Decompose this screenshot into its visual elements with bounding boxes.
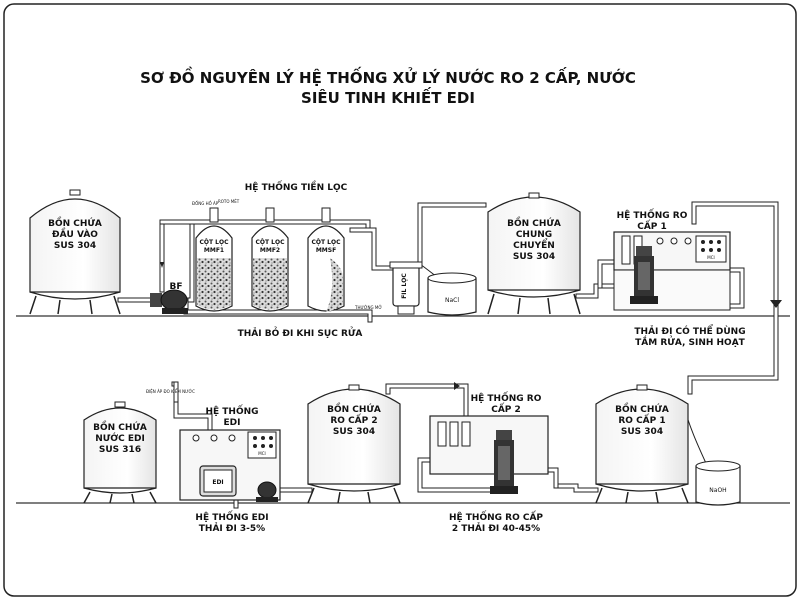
common-tank-label-4: SUS 304 [513,252,555,262]
common-tank-label-1: BỒN CHỨA [507,216,561,229]
column-mmf2-name: CỘT LỌC [255,239,285,246]
edi-meter-label: ĐIỆN ÁP ĐO KIỂM NƯỚC [146,389,195,394]
column-mmf1-name: CỘT LỌC [199,239,229,246]
pretreatment-label: HỆ THỐNG TIỀN LỌC [245,180,348,193]
flow-arrows [160,262,782,390]
column-mmf2: CỘT LỌC MMF2 [251,207,289,312]
edi-tank-label-2: NƯỚC EDI [95,432,145,444]
pump-bf-label: BF [169,282,182,292]
edi-system-label-2: EDI [224,418,241,428]
ro2-drain-label-1: HỆ THỐNG RO CẤP [449,510,543,523]
naoh-tank: NaOH [695,460,741,506]
inlet-tank: BỒN CHỨA ĐẦU VÀO SUS 304 [29,189,121,315]
diagram-title-line2: SIÊU TINH KHIẾT EDI [301,86,475,107]
ro1-system-label-2: CẤP 1 [637,219,667,232]
column-mmf1-code: MMF1 [204,247,224,254]
cartridge-filter-label: FIL LỌC [401,273,408,299]
edi-panel-label: MCI [258,451,265,456]
ro1-drain-label-2: TẮM RỬA, SINH HOẠT [635,335,746,348]
flow-arrow-ro1 [770,300,782,308]
nacl-tank: NaCl [427,272,477,316]
cartridge-filter: FIL LỌC [389,261,423,315]
ro1-system-label-1: HỆ THỐNG RO [617,208,688,221]
ro1-tank: BỒN CHỨA RO CẤP 1 SUS 304 [595,384,689,504]
inlet-tank-label-2: ĐẦU VÀO [52,227,98,240]
column-mmf1: CỘT LỌC MMF1 [195,207,233,312]
edi-tank-label-3: SUS 316 [99,445,141,455]
edi-system: HỆ THỐNG EDI MCI EDI [179,404,281,502]
ro1-tank-label-2: RO CẤP 1 [618,413,665,426]
inlet-tank-label-1: BỒN CHỨA [48,216,102,229]
common-tank-label-3: CHUYỂN [513,238,555,251]
ro2-tank: BỒN CHỨA RO CẤP 2 SUS 304 [307,384,401,504]
edi-tank-label-1: BỒN CHỨA [93,420,147,433]
column-mmsf-code: MMSF [316,247,336,254]
edi-module-label: EDI [212,479,223,486]
ro1-tank-label-3: SUS 304 [621,427,663,437]
flow-arrow-ro2 [454,382,460,390]
ro2-system-label-1: HỆ THỐNG RO [471,391,542,404]
edi-drain-label-1: HỆ THỐNG EDI [195,510,268,523]
column-mmf2-code: MMF2 [260,247,280,254]
ro1-tank-label-1: BỒN CHỨA [615,402,669,415]
feed-pump-bf: BF [150,282,188,314]
diagram-title-line1: SƠ ĐỒ NGUYÊN LÝ HỆ THỐNG XỬ LÝ NƯỚC RO 2… [140,65,636,87]
ro2-tank-label-3: SUS 304 [333,427,375,437]
valve-label-drain: THƯỜNG MỞ [354,305,382,310]
ro1-panel-label: MCI [707,255,714,260]
common-transfer-tank: BỒN CHỨA CHUNG CHUYỂN SUS 304 [487,192,581,315]
column-mmsf-name: CỘT LỌC [311,239,341,246]
ro1-drain-label-1: THẢI ĐI CÓ THỂ DÙNG [634,324,745,337]
common-tank-label-2: CHUNG [516,230,552,240]
flow-arrow-pre [160,262,164,268]
ro1-system: HỆ THỐNG RO CẤP 1 MCI [613,208,731,311]
ro2-drain-label-2: 2 THẢI ĐI 40-45% [452,522,540,534]
backwash-drain-label: THẢI BỎ ĐI KHI SỤC RỬA [238,326,363,339]
valve-label-inlet: ĐỒNG HỒ ÁP [192,201,219,206]
nacl-label: NaCl [445,297,459,304]
naoh-label: NaOH [709,487,726,494]
ro2-system-label-2: CẤP 2 [491,402,521,415]
ro2-tank-label-1: BỒN CHỨA [327,402,381,415]
edi-system-label-1: HỆ THỐNG [205,404,258,417]
edi-drain-label-2: THẢI ĐI 3-5% [199,522,265,534]
inlet-tank-label-3: SUS 304 [54,241,96,251]
ro2-tank-label-2: RO CẤP 2 [330,413,377,426]
ro2-system: HỆ THỐNG RO CẤP 2 [429,391,549,494]
edi-tank: BỒN CHỨA NƯỚC EDI SUS 316 [83,401,157,504]
column-mmsf: CỘT LỌC MMSF [307,207,345,312]
valve-label-top: ROTO MÉT [218,199,240,204]
